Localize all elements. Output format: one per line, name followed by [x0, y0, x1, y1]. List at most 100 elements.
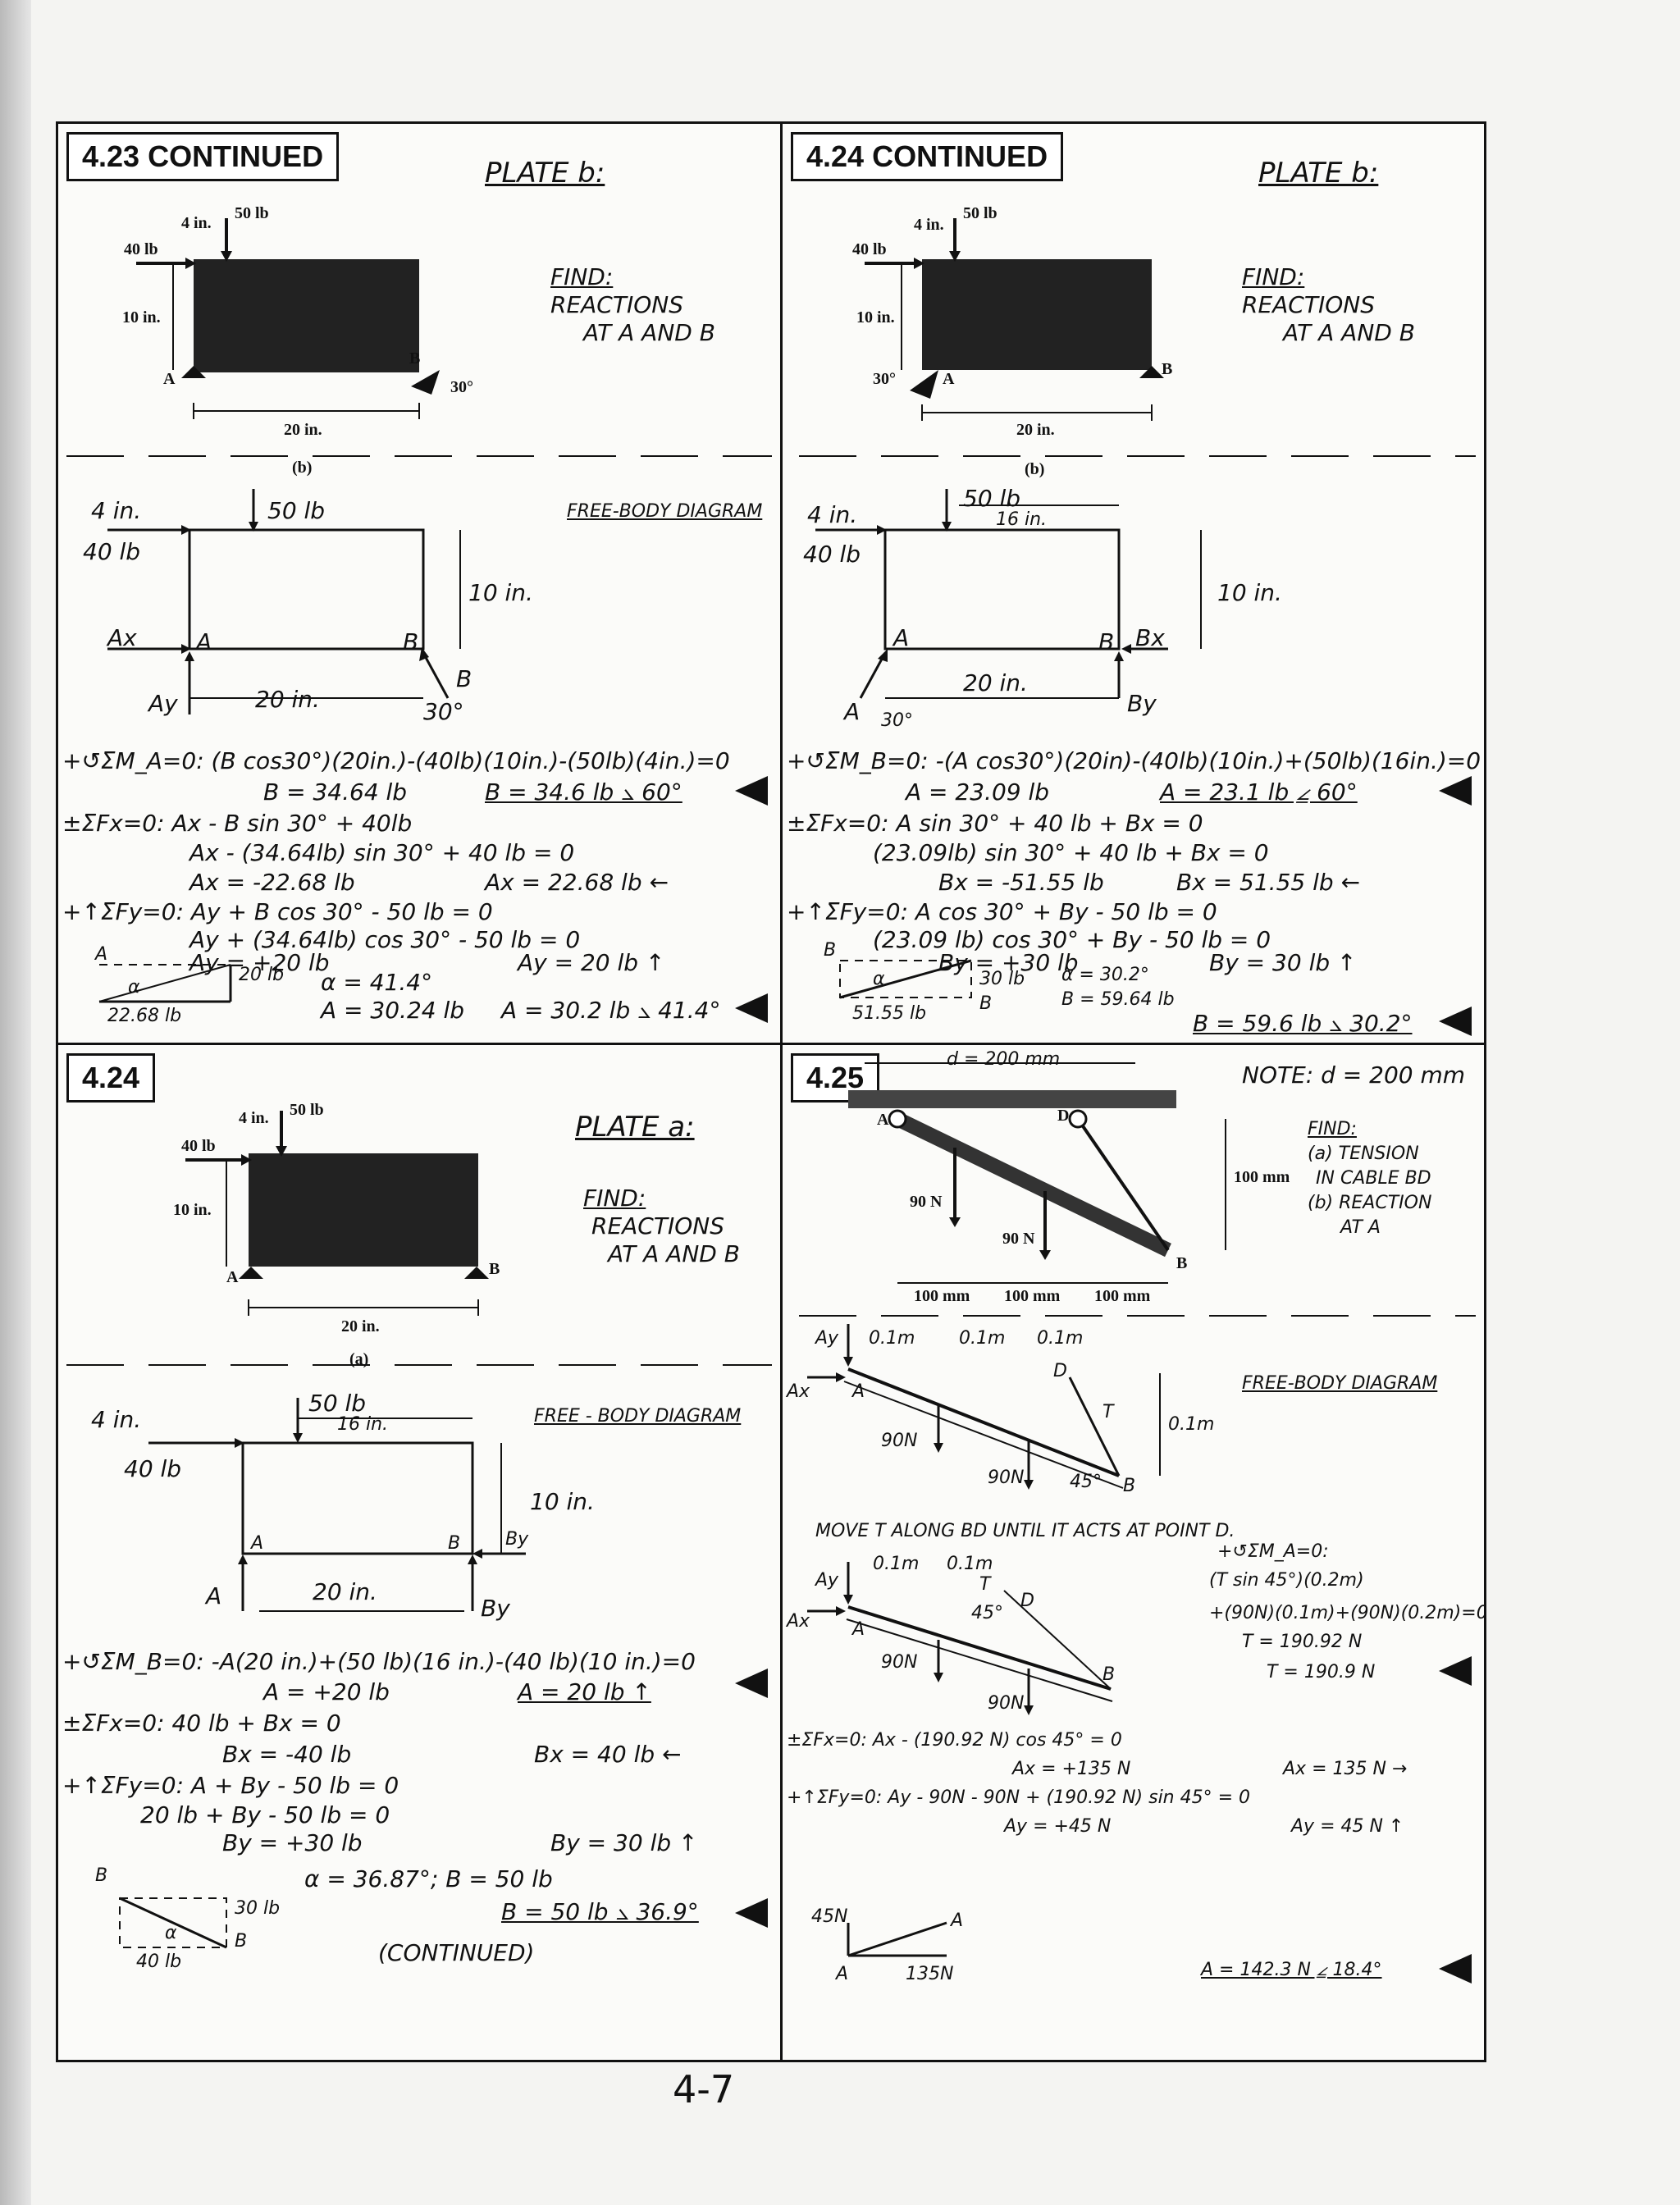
figure-4-24b-drawing: [799, 218, 1476, 999]
fbd-ay: Ay: [148, 690, 178, 717]
fig-d: d = 200 mm: [947, 1049, 1061, 1070]
fbd-angle: 45°: [1070, 1472, 1102, 1492]
move-note: MOVE T ALONG BD UNTIL IT ACTS AT POINT D…: [815, 1521, 1235, 1541]
fbd-force-40lb: 40 lb: [803, 541, 861, 568]
tri-point-b2: B: [979, 993, 993, 1014]
figure-4-23-drawing: [66, 218, 772, 1003]
fig-force-40lb: 40 lb: [124, 240, 158, 258]
eq-sum-fx: ±ΣFx=0: Ax - B sin 30° + 40lb: [62, 810, 413, 837]
answer-marker: [735, 1898, 768, 1928]
fbd2-angle: 45°: [971, 1603, 1003, 1623]
fbd2-tension: T: [979, 1574, 991, 1595]
fbd-point-b: B: [1098, 628, 1115, 655]
fbd-body: [883, 528, 1121, 651]
answer-marker: [1439, 776, 1472, 806]
fig-dim-20in: 20 in.: [341, 1317, 380, 1335]
fbd-b-vector: B: [456, 665, 472, 692]
fbd-by: By: [481, 1595, 510, 1622]
result-by: By = 30 lb ↑: [550, 1829, 698, 1856]
find-label: FIND:: [550, 263, 614, 290]
eq-ax-sub: Ax - (34.64lb) sin 30° + 40 lb = 0: [189, 839, 575, 866]
fig-span-2: 100 mm: [1004, 1287, 1061, 1305]
fig-force-2: 90 N: [1002, 1230, 1035, 1248]
fig-caption: (b): [1025, 460, 1045, 478]
fig-dim-10in: 10 in.: [173, 1201, 212, 1219]
eq-sum-fx: ±ΣFx=0: 40 lb + Bx = 0: [62, 1710, 341, 1737]
eq-moment: +↺ΣM_A=0: (B cos30°)(20in.)-(40lb)(10in.…: [62, 747, 730, 774]
answer-marker: [1439, 1656, 1472, 1686]
fig-caption: (b): [292, 459, 313, 477]
fbd2-force-1: 90N: [881, 1652, 918, 1673]
result-bx: Bx = 51.55 lb ←: [1176, 869, 1361, 896]
fig-span-3: 100 mm: [1094, 1287, 1151, 1305]
eq-sum-fy: +↑ΣFy=0: A + By - 50 lb = 0: [62, 1772, 399, 1799]
problem-tag: 4.24: [66, 1053, 156, 1102]
problem-4-24-plate-b-panel: 4.24 CONTINUED PLATE b: FIND: REACTIONS …: [783, 124, 1484, 1043]
problem-4-23-panel: 4.23 CONTINUED PLATE b: FIND: REACTIONS …: [58, 124, 780, 1043]
tri-magnitude: A = 30.24 lb: [321, 997, 465, 1024]
fig-point-a: A: [877, 1111, 889, 1129]
fbd-title: FREE-BODY DIAGRAM: [567, 501, 763, 522]
eq-bx-value: Bx = -51.55 lb: [938, 869, 1104, 896]
fig-point-b: B: [1176, 1254, 1188, 1272]
fig-dim-4in: 4 in.: [914, 216, 944, 234]
fbd-dim-4in: 4 in.: [91, 1406, 142, 1433]
eq-ay-value: Ay = +45 N: [1004, 1816, 1112, 1837]
fbd-span-2: 0.1m: [959, 1328, 1006, 1349]
moment-line-3: T = 190.92 N: [1242, 1632, 1363, 1652]
result-bx: Bx = 40 lb ←: [534, 1741, 682, 1768]
fig-height: 100 mm: [1234, 1168, 1290, 1186]
figure-4-25-drawing: [799, 1062, 1476, 1957]
fbd-tension: T: [1102, 1402, 1114, 1422]
result-ay: Ay = 45 N ↑: [1291, 1816, 1404, 1837]
fig-angle: 30°: [873, 370, 896, 388]
eq-sum-fx: ±ΣFx=0: A sin 30° + 40 lb + Bx = 0: [787, 810, 1203, 837]
result-a: A = 23.1 lb ⦤ 60°: [1160, 778, 1358, 806]
fbd-point-a: A: [196, 628, 212, 655]
fbd-dim-20in: 20 in.: [313, 1578, 377, 1605]
support-b: [464, 1267, 489, 1279]
fbd-force-50lb: 50 lb: [308, 1390, 367, 1417]
fig-point-a: A: [163, 370, 176, 388]
fig-dim-4in: 4 in.: [181, 214, 212, 232]
result-b: B = 34.6 lb ⦣ 60°: [485, 778, 682, 806]
fig-point-b: B: [409, 349, 421, 368]
fbd-point-a: A: [893, 624, 910, 651]
fig-point-b: B: [489, 1260, 500, 1278]
find-line-1: REACTIONS: [550, 291, 683, 318]
find-line-1: REACTIONS: [591, 1212, 724, 1239]
note-d: NOTE: d = 200 mm: [1242, 1061, 1466, 1089]
fbd-a-vector: A: [206, 1582, 222, 1609]
tri-point-b: B: [824, 940, 837, 961]
tri-side-30lb: 30 lb: [979, 969, 1025, 989]
fig-dim-4in: 4 in.: [239, 1109, 269, 1127]
eq-ax-value: Ax = -22.68 lb: [189, 869, 355, 896]
result-ax: Ax = 135 N →: [1283, 1759, 1408, 1779]
fbd-height: 0.1m: [1168, 1414, 1215, 1435]
tri-point-a: A: [95, 944, 108, 965]
find-line-2: AT A AND B: [1283, 319, 1415, 346]
page-number: 4-7: [673, 2067, 735, 2111]
fbd-point-a: A: [852, 1381, 865, 1402]
eq-by-value: By = +30 lb: [222, 1829, 363, 1856]
support-b: [411, 370, 440, 395]
fbd-body: [241, 1441, 474, 1555]
fig-caption: (a): [349, 1350, 369, 1368]
fig-force-1: 90 N: [910, 1193, 943, 1211]
fbd-force-50lb: 50 lb: [267, 497, 326, 524]
row-divider: [58, 1043, 1484, 1045]
find-line-2: AT A AND B: [583, 319, 715, 346]
fig-point-d: D: [1057, 1107, 1070, 1125]
fbd2-point-b: B: [1102, 1664, 1116, 1685]
find-line-2: AT A AND B: [608, 1240, 740, 1267]
answer-marker: [735, 1669, 768, 1698]
tri-angle: α: [165, 1923, 177, 1943]
fig-point-a: A: [226, 1268, 239, 1286]
fbd-angle: 30°: [423, 698, 464, 725]
fig-span-1: 100 mm: [914, 1287, 970, 1305]
tri-side-22lb: 22.68 lb: [107, 1006, 182, 1026]
eq-sum-fy: +↑ΣFy=0: Ay - 90N - 90N + (190.92 N) sin…: [787, 1787, 1251, 1808]
result-b: B = 59.6 lb ⦣ 30.2°: [1193, 1010, 1413, 1037]
tri-horizontal: 135N: [906, 1964, 954, 1984]
fbd2-point-d: D: [1020, 1591, 1034, 1611]
